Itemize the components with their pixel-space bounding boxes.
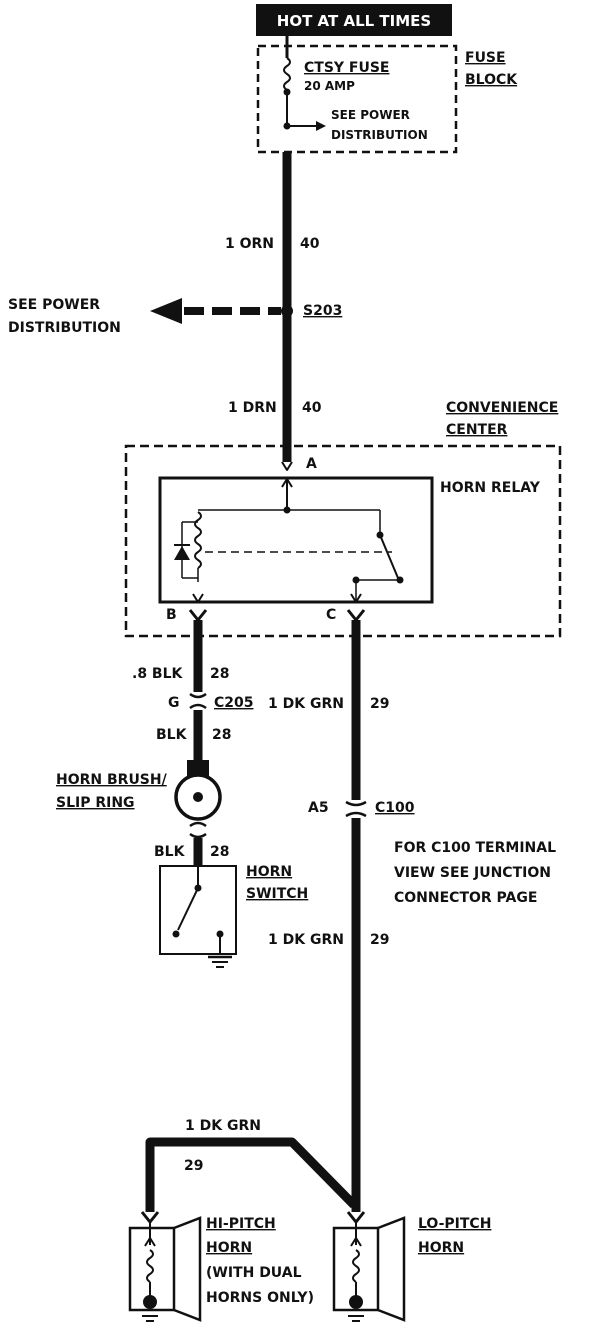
relay-pin-a: A [306,456,317,472]
lo-pitch-ground-icon [349,1295,363,1309]
relay-pin-c: C [326,607,336,623]
c100-pin: A5 [308,800,329,816]
connector-c100: A5 C100 [308,800,415,818]
horn-switch-label-line2: SWITCH [246,886,308,902]
splice-id: S203 [303,303,342,319]
blk2-wire-circuit: 28 [212,727,231,743]
hi-pitch-label-line3: (WITH DUAL [206,1265,302,1281]
fuse-rating: 20 AMP [304,79,355,93]
grn-wire-label-1: 1 DK GRN [268,696,344,712]
horn-brush-label-line2: SLIP RING [56,795,135,811]
blk-wire-label: .8 BLK [132,666,184,682]
convenience-center-label-line2: CENTER [446,422,508,438]
grn-wire-label-3: 1 DK GRN [185,1118,261,1134]
c100-note-line1: FOR C100 TERMINAL [394,840,556,856]
top-wire-circuit: 40 [300,236,320,252]
splice-arrow-left [150,298,182,324]
fuse-see-power-line2: DISTRIBUTION [331,128,428,142]
lo-pitch-horn: LO-PITCH HORN [332,1211,491,1322]
mid-wire-label: 1 DRN [228,400,277,416]
connector-c205: G C205 [168,692,254,711]
blk3-wire-circuit: 28 [210,844,229,860]
horn-brush-slip-ring: HORN BRUSH/ SLIP RING [56,760,222,839]
c205-pin: G [168,695,180,711]
hi-pitch-label-line2: HORN [206,1240,252,1256]
horn-relay: HORN RELAY [158,456,541,623]
hi-pitch-ground-icon [143,1295,157,1309]
relay-diode [174,546,190,560]
fuse-block-label-line1: FUSE [465,50,506,66]
lo-pitch-label-line1: LO-PITCH [418,1216,491,1232]
grn-wire-circuit-3: 29 [184,1158,203,1174]
c205-id: C205 [214,695,254,711]
hot-at-all-times-label: HOT AT ALL TIMES [277,12,431,30]
blk-wire-circuit: 28 [210,666,229,682]
fuse-name: CTSY FUSE [304,60,390,76]
see-power-arrow-small [316,121,326,131]
splice-see-power-line2: DISTRIBUTION [8,320,121,336]
c100-id: C100 [375,800,415,816]
grn-wire-label-2: 1 DK GRN [268,932,344,948]
horn-brush-label-line1: HORN BRUSH/ [56,772,168,788]
top-wire-label: 1 ORN [225,236,274,252]
horn-switch: HORN SWITCH [159,864,308,968]
horn-switch-ground-icon [208,955,232,968]
hi-pitch-horn: HI-PITCH HORN (WITH DUAL HORNS ONLY) [128,1211,314,1322]
grn-wire-circuit-1: 29 [370,696,389,712]
splice-see-power-line1: SEE POWER [8,297,100,313]
convenience-center: CONVENIENCE CENTER HORN RELAY [124,400,562,638]
relay-coil [194,511,202,569]
convenience-center-label-line1: CONVENIENCE [446,400,558,416]
fuse-see-power-line1: SEE POWER [331,108,410,122]
fuse-block-label-line2: BLOCK [465,72,518,88]
relay-pin-b: B [166,607,177,623]
grn-wire-circuit-2: 29 [370,932,389,948]
hi-pitch-label-line4: HORNS ONLY) [206,1290,314,1306]
hot-at-all-times-banner: HOT AT ALL TIMES [256,4,452,36]
blk2-wire-label: BLK [156,727,188,743]
fuse-block: CTSY FUSE 20 AMP SEE POWER DISTRIBUTION … [256,36,518,154]
splice-s203: S203 SEE POWER DISTRIBUTION [8,297,342,336]
mid-wire-circuit: 40 [302,400,322,416]
lo-pitch-label-line2: HORN [418,1240,464,1256]
c100-note-line3: CONNECTOR PAGE [394,890,537,906]
fuse-symbol [283,57,291,91]
horn-switch-label-line1: HORN [246,864,292,880]
hi-pitch-label-line1: HI-PITCH [206,1216,276,1232]
dk-grn-branch-wire [145,1137,358,1212]
c100-note-line2: VIEW SEE JUNCTION [394,865,551,881]
blk3-wire-label: BLK [154,844,186,860]
horn-relay-label: HORN RELAY [440,480,541,496]
